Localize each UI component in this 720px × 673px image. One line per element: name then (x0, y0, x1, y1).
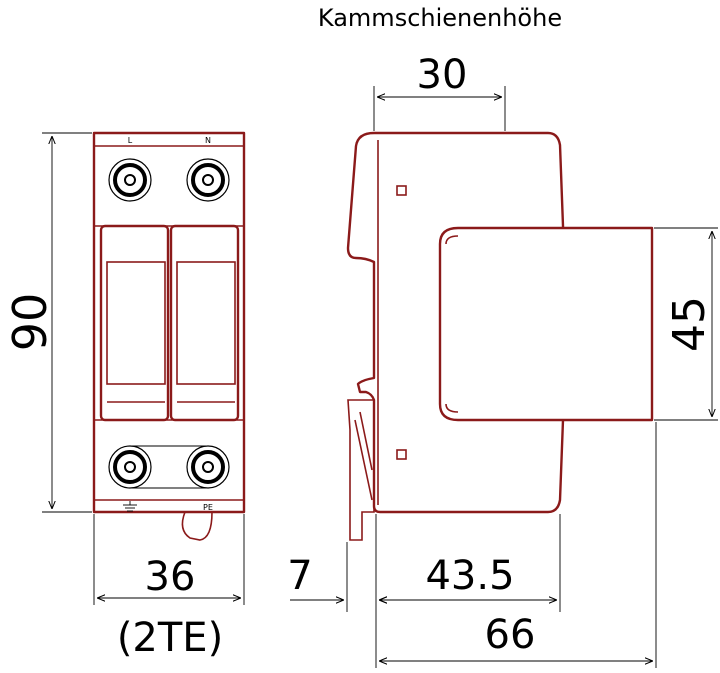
dimension-module-height: 45 (654, 227, 718, 421)
drawing-title: Kammschienenhöhe (318, 4, 562, 32)
dimension-height: 90 (3, 132, 92, 513)
side-slot-bottom (396, 449, 407, 460)
dimension-offset-label: 7 (287, 553, 312, 599)
terminal-label-pe: PE (203, 503, 213, 512)
ground-symbol-icon (123, 501, 137, 512)
dimension-depth-total-label: 66 (485, 612, 536, 658)
terminal-screw-top-right-icon (186, 158, 230, 202)
dimension-width-units-label: (2TE) (117, 615, 223, 661)
terminal-screw-top-left-icon (108, 158, 152, 202)
side-slot-top (396, 185, 407, 196)
side-module-outline (438, 226, 654, 422)
module-right-window (176, 261, 236, 385)
dimension-offset-and-depth: 7 43.5 66 (287, 422, 657, 668)
dimension-module-height-label: 45 (664, 296, 715, 352)
terminal-label-n: N (205, 136, 211, 145)
side-view (346, 131, 654, 541)
dimension-comb-height: 30 (373, 52, 506, 131)
dimension-width: 36 (2TE) (93, 514, 245, 661)
dimension-comb-height-label: 30 (417, 52, 468, 98)
din-clip (181, 511, 213, 541)
front-view: L N PE (92, 131, 246, 541)
module-left (99, 224, 170, 422)
dimension-depth-front-label: 43.5 (425, 553, 514, 599)
module-left-window (106, 261, 166, 385)
dimension-width-label: 36 (145, 554, 196, 600)
terminal-label-l: L (128, 136, 133, 145)
dimension-height-label: 90 (3, 293, 57, 352)
din-latch (347, 399, 375, 541)
module-right (169, 224, 240, 422)
